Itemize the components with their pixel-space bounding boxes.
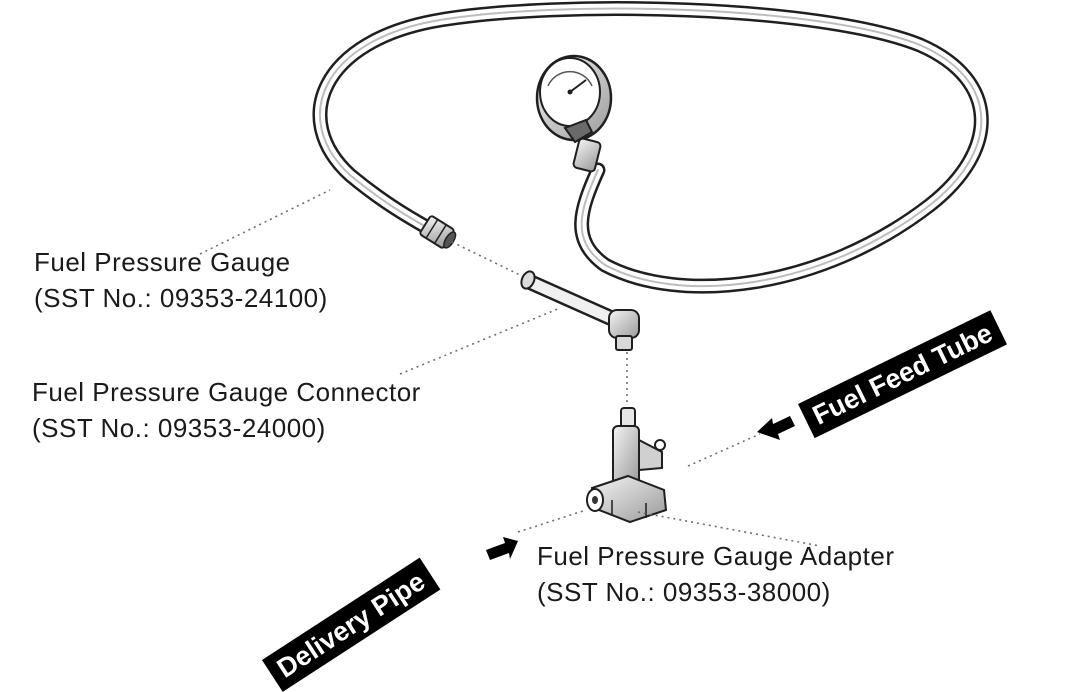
fuel-pressure-gauge-adapter-sst: (SST No.: 09353-38000) [537,577,831,607]
flow-arrow-icon [486,416,795,560]
gauge-connector-icon [520,270,640,351]
fuel-pressure-gauge-label: Fuel Pressure Gauge (SST No.: 09353-2410… [34,244,328,316]
fuel-pressure-gauge-adapter-label: Fuel Pressure Gauge Adapter (SST No.: 09… [537,538,894,610]
fuel-pressure-gauge-name: Fuel Pressure Gauge [34,247,291,277]
leader-lines [199,189,821,547]
fuel-pressure-gauge-connector-label: Fuel Pressure Gauge Connector (SST No.: … [32,374,421,446]
fuel-pressure-gauge-sst: (SST No.: 09353-24100) [34,283,328,313]
fuel-pressure-gauge-connector-name: Fuel Pressure Gauge Connector [32,377,421,407]
fuel-pressure-gauge-connector-sst: (SST No.: 09353-24000) [32,413,326,443]
fuel-hose-icon [312,1,989,294]
pressure-gauge-icon [535,54,613,173]
gauge-adapter-icon [586,407,668,524]
fuel-pressure-gauge-adapter-name: Fuel Pressure Gauge Adapter [537,541,895,571]
